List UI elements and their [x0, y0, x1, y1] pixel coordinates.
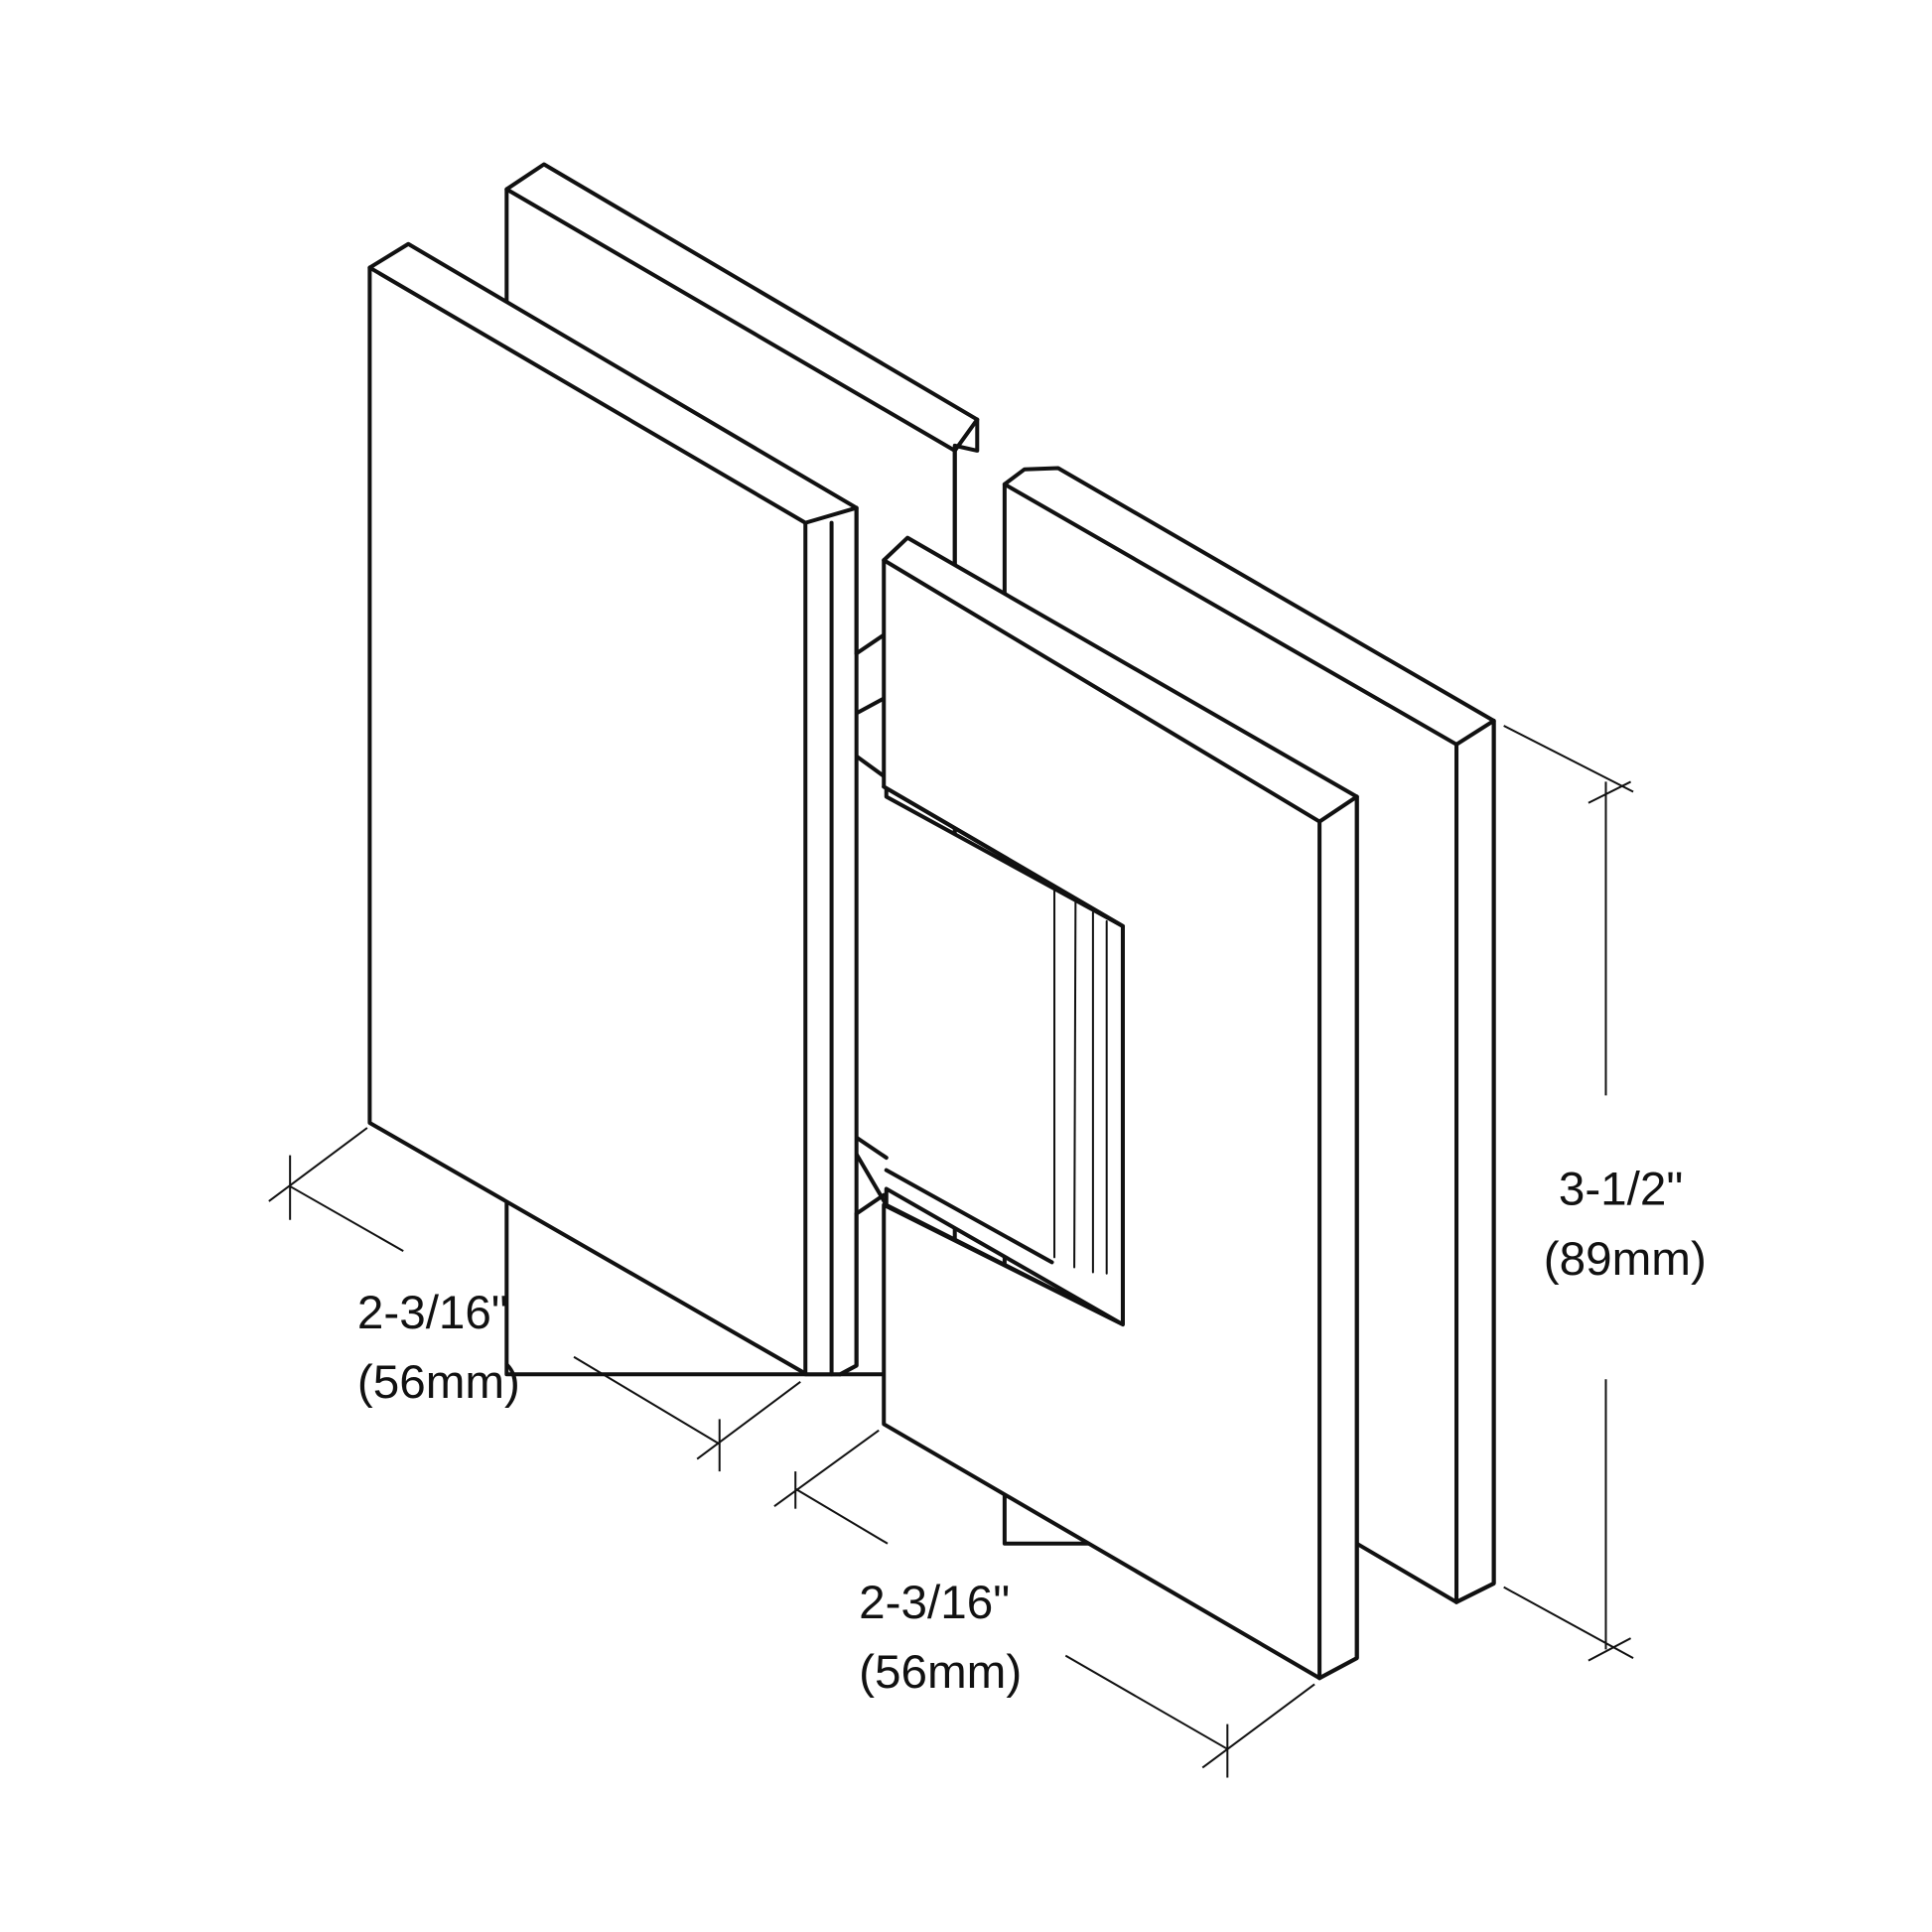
- dimension-height: [1503, 725, 1634, 1662]
- height-metric-label: (89mm): [1544, 1233, 1707, 1286]
- left-front-plate: [367, 241, 887, 1377]
- bottom-width-imperial-label: 2-3/16": [859, 1577, 1010, 1629]
- left-width-imperial-label: 2-3/16": [357, 1287, 508, 1339]
- right-front-plate: [882, 535, 1359, 1681]
- bottom-width-metric-label: (56mm): [859, 1646, 1022, 1699]
- dimension-left-width: [268, 1127, 801, 1472]
- height-imperial-label: 3-1/2": [1559, 1164, 1683, 1216]
- dimension-bottom-width: [773, 1429, 1315, 1778]
- left-width-metric-label: (56mm): [357, 1356, 520, 1409]
